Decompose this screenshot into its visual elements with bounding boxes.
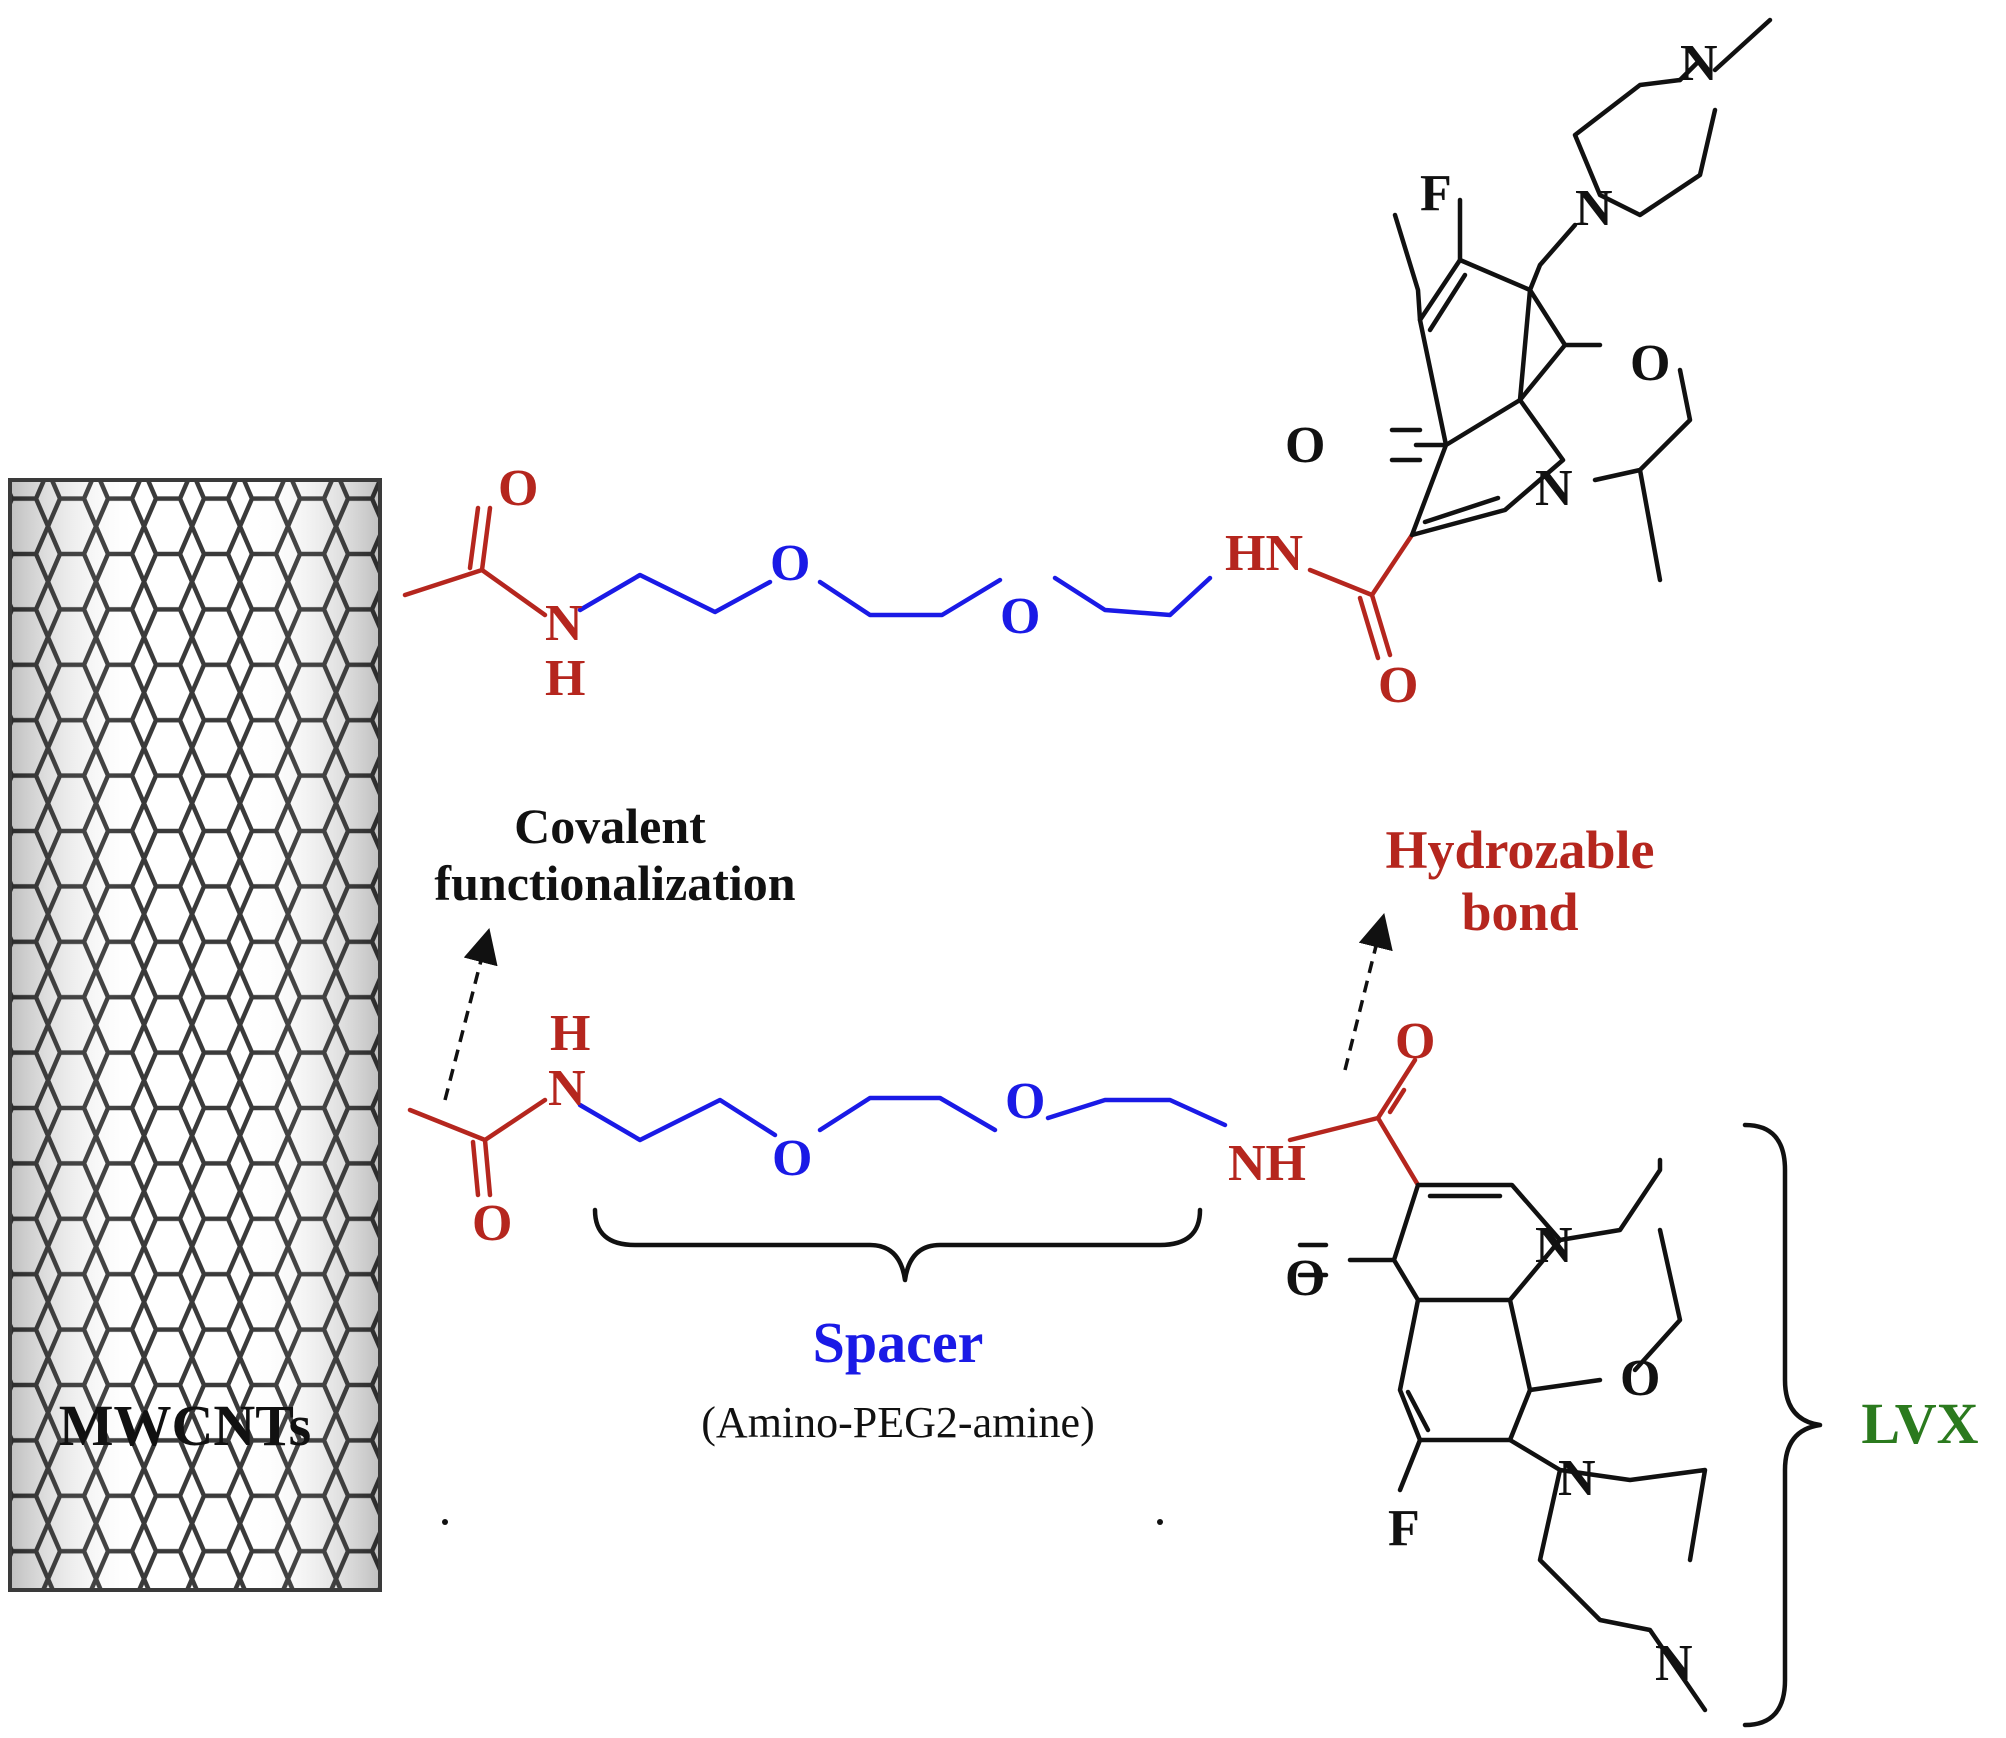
bot-nh: NH <box>1228 1135 1306 1192</box>
covalent-label-line1: Covalent <box>514 798 706 854</box>
top-amide-o: O <box>498 460 538 517</box>
bot-peg-o2: O <box>1005 1073 1045 1130</box>
bot-ring-o: O <box>1620 1350 1660 1407</box>
bot-carbonyl-o: O <box>1395 1013 1435 1070</box>
bot-pip-n2: N <box>1655 1635 1693 1692</box>
bot-amide-h: H <box>550 1005 590 1062</box>
hydrozable-arrow <box>1343 913 1393 1071</box>
mwcnt-tube <box>8 478 382 1592</box>
spacer-sublabel: (Amino-PEG2-amine) <box>701 1398 1094 1447</box>
bot-pip-n1: N <box>1558 1450 1596 1507</box>
top-amide-n: N <box>545 595 583 652</box>
top-keto-o: O <box>1285 417 1325 474</box>
mwcnts-label: MWCNTs <box>59 1393 311 1458</box>
bot-amide-n: N <box>548 1060 586 1117</box>
top-carbonyl-o: O <box>1378 657 1418 714</box>
top-chain <box>402 17 1773 661</box>
stray-dot-1 <box>442 1519 448 1525</box>
top-ring-n: N <box>1535 460 1573 517</box>
bottom-chain-atoms: H N O O O NH O O N O F N N <box>472 1005 1693 1692</box>
lvx-label: LVX <box>1861 1391 1978 1456</box>
top-f: F <box>1420 165 1452 222</box>
top-pip-n1: N <box>1575 180 1613 237</box>
bot-f: F <box>1388 1500 1420 1557</box>
covalent-arrow <box>443 928 498 1101</box>
hydrozable-label-line2: bond <box>1461 882 1578 942</box>
bot-ring-n: N <box>1535 1217 1573 1274</box>
top-amide-h: H <box>545 650 585 707</box>
bot-peg-o1: O <box>772 1130 812 1187</box>
spacer-brace <box>592 1207 1203 1283</box>
spacer-label: Spacer <box>813 1310 984 1375</box>
stray-dot-2 <box>1157 1519 1163 1525</box>
top-pip-n2: N <box>1680 35 1718 92</box>
lvx-brace <box>1742 1122 1823 1728</box>
top-peg-o1: O <box>770 535 810 592</box>
top-chain-atoms: O N H O O HN O O N O F N N <box>498 35 1718 714</box>
bot-amide-o: O <box>472 1195 512 1252</box>
bot-keto-o: O <box>1285 1250 1325 1307</box>
top-ring-o: O <box>1630 335 1670 392</box>
top-hn: HN <box>1225 525 1303 582</box>
covalent-label-line2: functionalization <box>434 855 795 911</box>
top-peg-o2: O <box>1000 588 1040 645</box>
hydrozable-label-line1: Hydrozable <box>1386 820 1655 880</box>
bottom-chain <box>407 1057 1708 1713</box>
